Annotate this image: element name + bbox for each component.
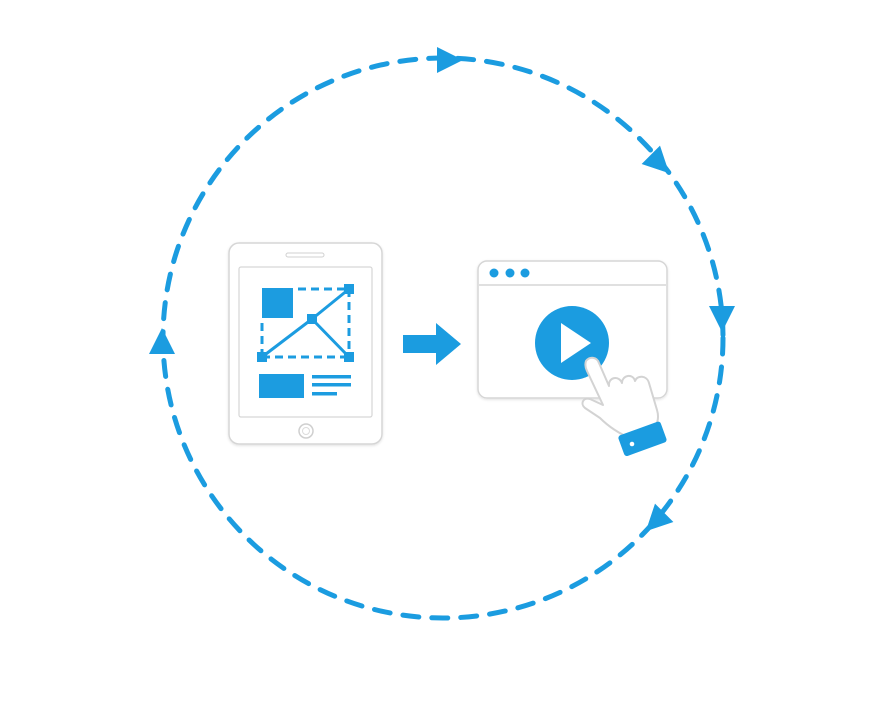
cycle-arrowhead-icon xyxy=(149,328,175,354)
hand-cuff xyxy=(618,421,667,457)
wireframe-image-block xyxy=(262,288,293,318)
browser-dot-icon xyxy=(520,268,530,278)
cycle-arrowhead-icon xyxy=(645,503,674,532)
wireframe-graphic xyxy=(257,284,354,398)
pointing-hand-icon xyxy=(581,356,667,457)
play-icon xyxy=(561,323,591,363)
tablet-home-button xyxy=(298,423,314,439)
browser-dot-icon xyxy=(505,268,515,278)
browser-play-click-icon xyxy=(477,260,668,457)
tablet-wireframe-icon xyxy=(228,242,383,445)
right-arrow-icon xyxy=(403,323,461,365)
cycle-arrowhead-icon xyxy=(641,145,670,174)
browser-dot-icon xyxy=(489,268,499,278)
tablet-speaker xyxy=(285,252,325,258)
wireframe-text-block xyxy=(259,374,304,398)
cycle-arrowhead-icon xyxy=(437,47,463,73)
cycle-arrowhead-icon xyxy=(709,306,735,332)
cycle-loop xyxy=(149,47,735,621)
